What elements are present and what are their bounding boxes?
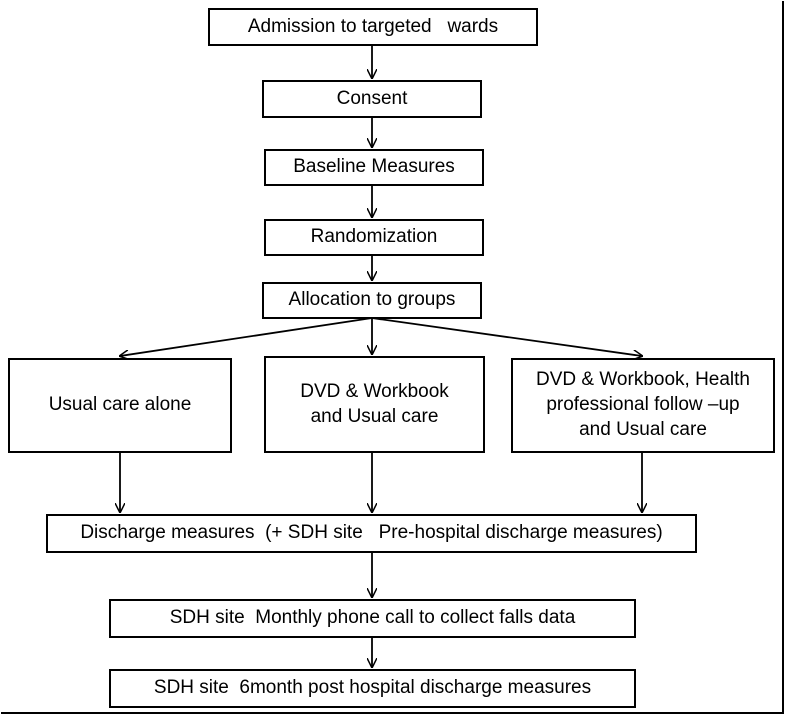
step-monthly-phone-call: SDH site Monthly phone call to collect f… [109,599,636,638]
arrow-allocation-dvd-health [371,317,642,356]
step-six-month-measures: SDH site 6month post hospital discharge … [109,669,636,708]
group-dvd-workbook: DVD & Workbook and Usual care [264,356,485,453]
step-baseline-measures: Baseline Measures [264,149,484,186]
group-usual-care: Usual care alone [8,358,232,453]
step-allocation: Allocation to groups [262,282,482,319]
step-discharge-measures: Discharge measures (+ SDH site Pre-hospi… [46,514,697,553]
step-admission: Admission to targeted wards [208,8,538,46]
arrow-allocation-usual-care [120,317,373,356]
step-consent: Consent [262,80,482,118]
group-dvd-workbook-health: DVD & Workbook, Health professional foll… [511,358,775,453]
step-randomization: Randomization [264,219,484,256]
